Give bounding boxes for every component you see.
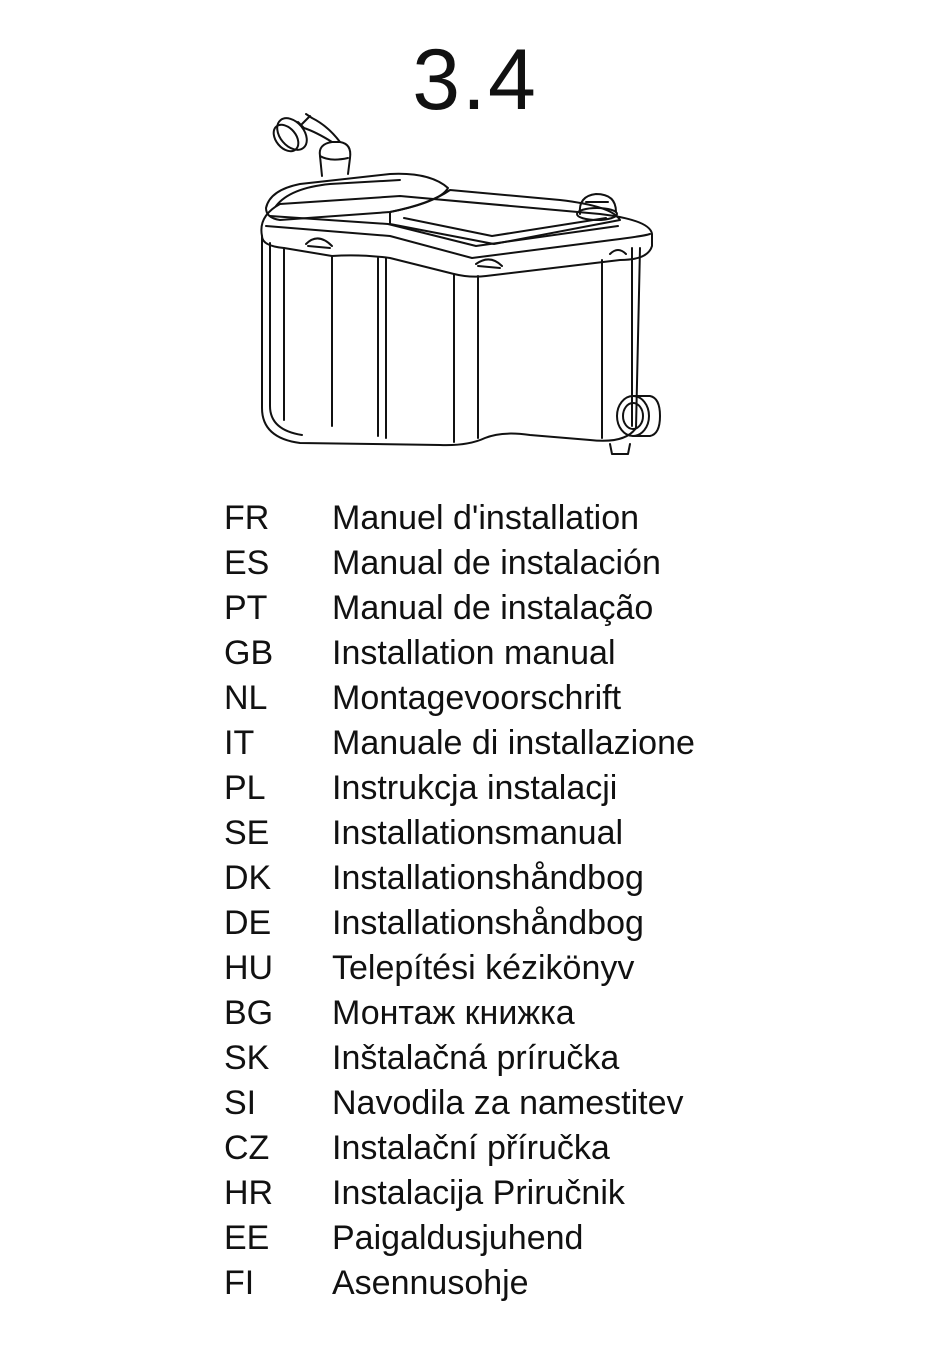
language-row-de: DE Installationshåndbog	[224, 901, 844, 946]
manual-title: Manuel d'installation	[332, 499, 640, 537]
manual-title: Montagevoorschrift	[332, 679, 622, 717]
language-row-hr: HR Instalacija Priručnik	[224, 1171, 844, 1216]
language-code: CZ	[224, 1129, 270, 1167]
manual-title: Manual de instalación	[332, 544, 661, 582]
manual-title: Монтаж книжка	[332, 994, 575, 1032]
language-row-pt: PT Manual de instalação	[224, 586, 844, 631]
language-row-fi: FI Asennusohje	[224, 1261, 844, 1306]
language-code: DK	[224, 859, 272, 897]
language-code: SE	[224, 814, 270, 852]
language-code: FR	[224, 499, 270, 537]
language-code: DE	[224, 904, 272, 942]
language-row-it: IT Manuale di installazione	[224, 721, 844, 766]
manual-title: Telepítési kézikönyv	[332, 949, 635, 987]
language-code: PT	[224, 589, 268, 627]
language-list: FR Manuel d'installation ES Manual de in…	[224, 496, 844, 1306]
language-row-sk: SK Inštalačná príručka	[224, 1036, 844, 1081]
model-number: 3.4	[412, 32, 538, 128]
language-code: HR	[224, 1174, 274, 1212]
language-row-gb: GB Installation manual	[224, 631, 844, 676]
language-row-cz: CZ Instalační příručka	[224, 1126, 844, 1171]
language-row-pl: PL Instrukcja instalacji	[224, 766, 844, 811]
manual-title: Asennusohje	[332, 1264, 529, 1302]
language-code: NL	[224, 679, 268, 717]
product-illustration	[260, 113, 661, 455]
language-code: HU	[224, 949, 274, 987]
manual-title: Navodila za namestitev	[332, 1084, 684, 1122]
manual-title: Installationshåndbog	[332, 904, 644, 942]
language-code: GB	[224, 634, 274, 672]
manual-title: Paigaldusjuhend	[332, 1219, 584, 1257]
language-row-fr: FR Manuel d'installation	[224, 496, 844, 541]
language-row-bg: BG Монтаж книжка	[224, 991, 844, 1036]
language-code: EE	[224, 1219, 270, 1257]
language-code: SK	[224, 1039, 270, 1077]
language-code: SI	[224, 1084, 257, 1122]
language-row-hu: HU Telepítési kézikönyv	[224, 946, 844, 991]
language-code: ES	[224, 544, 270, 582]
manual-title: Inštalačná príručka	[332, 1039, 620, 1077]
language-row-ee: EE Paigaldusjuhend	[224, 1216, 844, 1261]
language-row-se: SE Installationsmanual	[224, 811, 844, 856]
language-row-si: SI Navodila za namestitev	[224, 1081, 844, 1126]
language-row-dk: DK Installationshåndbog	[224, 856, 844, 901]
manual-title: Installationsmanual	[332, 814, 624, 852]
language-row-nl: NL Montagevoorschrift	[224, 676, 844, 721]
language-row-es: ES Manual de instalación	[224, 541, 844, 586]
manual-title: Installation manual	[332, 634, 616, 672]
manual-title: Instalacija Priručnik	[332, 1174, 625, 1212]
manual-title: Manuale di installazione	[332, 724, 695, 762]
manual-title: Installationshåndbog	[332, 859, 644, 897]
language-code: IT	[224, 724, 255, 762]
language-code: BG	[224, 994, 274, 1032]
manual-title: Instrukcja instalacji	[332, 769, 618, 807]
language-code: FI	[224, 1264, 255, 1302]
manual-title: Manual de instalação	[332, 589, 654, 627]
manual-title: Instalační příručka	[332, 1129, 610, 1167]
language-code: PL	[224, 769, 266, 807]
